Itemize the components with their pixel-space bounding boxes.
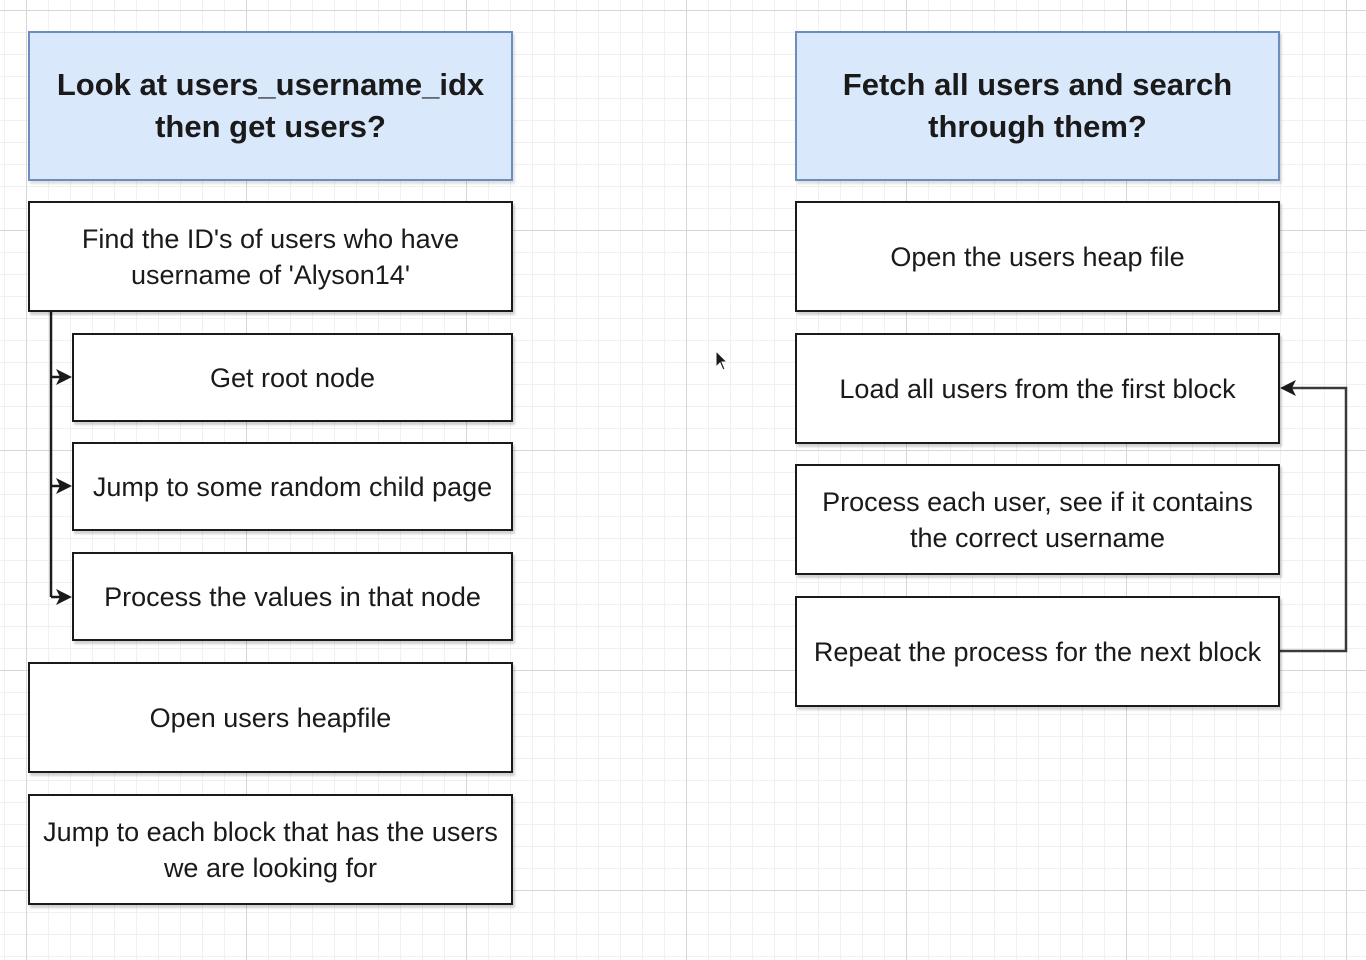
step-process-values-text: Process the values in that node — [104, 581, 481, 612]
step-load-first-block[interactable]: Load all users from the first block — [795, 333, 1280, 444]
step-jump-child-page[interactable]: Jump to some random child page — [72, 442, 513, 531]
step-get-root-node-text: Get root node — [209, 362, 376, 393]
loop-back-connector — [1280, 386, 1348, 653]
arrowhead-icon — [1280, 380, 1296, 396]
step-process-each-user[interactable]: Process each user, see if it contains th… — [795, 464, 1280, 575]
step-open-heap-file[interactable]: Open the users heap file — [795, 201, 1280, 312]
arrowhead-icon — [56, 589, 72, 605]
arrowhead-icon — [56, 369, 72, 385]
right-title-text: Fetch all users and search through them? — [842, 67, 1233, 144]
left-title-text: Look at users_username_idx then get user… — [56, 67, 485, 144]
step-process-each-user-text: Process each user, see if it contains th… — [822, 486, 1253, 553]
step-open-heap-file-text: Open the users heap file — [890, 241, 1185, 272]
step-jump-blocks[interactable]: Jump to each block that has the users we… — [28, 794, 513, 905]
step-jump-blocks-text: Jump to each block that has the users we… — [43, 816, 498, 883]
step-get-root-node[interactable]: Get root node — [72, 333, 513, 422]
step-process-values[interactable]: Process the values in that node — [72, 552, 513, 641]
right-title-box[interactable]: Fetch all users and search through them? — [795, 31, 1280, 181]
step-load-first-block-text: Load all users from the first block — [839, 373, 1236, 404]
step-find-ids[interactable]: Find the ID's of users who have username… — [28, 201, 513, 312]
step-jump-child-page-text: Jump to some random child page — [92, 471, 493, 502]
step-open-heapfile[interactable]: Open users heapfile — [28, 662, 513, 773]
step-repeat-next-block-text: Repeat the process for the next block — [813, 636, 1262, 667]
step-repeat-next-block[interactable]: Repeat the process for the next block — [795, 596, 1280, 707]
mouse-cursor-icon — [715, 350, 729, 371]
step-find-ids-text: Find the ID's of users who have username… — [81, 223, 460, 290]
left-title-box[interactable]: Look at users_username_idx then get user… — [28, 31, 513, 181]
step-open-heapfile-text: Open users heapfile — [149, 702, 392, 733]
arrowhead-icon — [56, 478, 72, 494]
